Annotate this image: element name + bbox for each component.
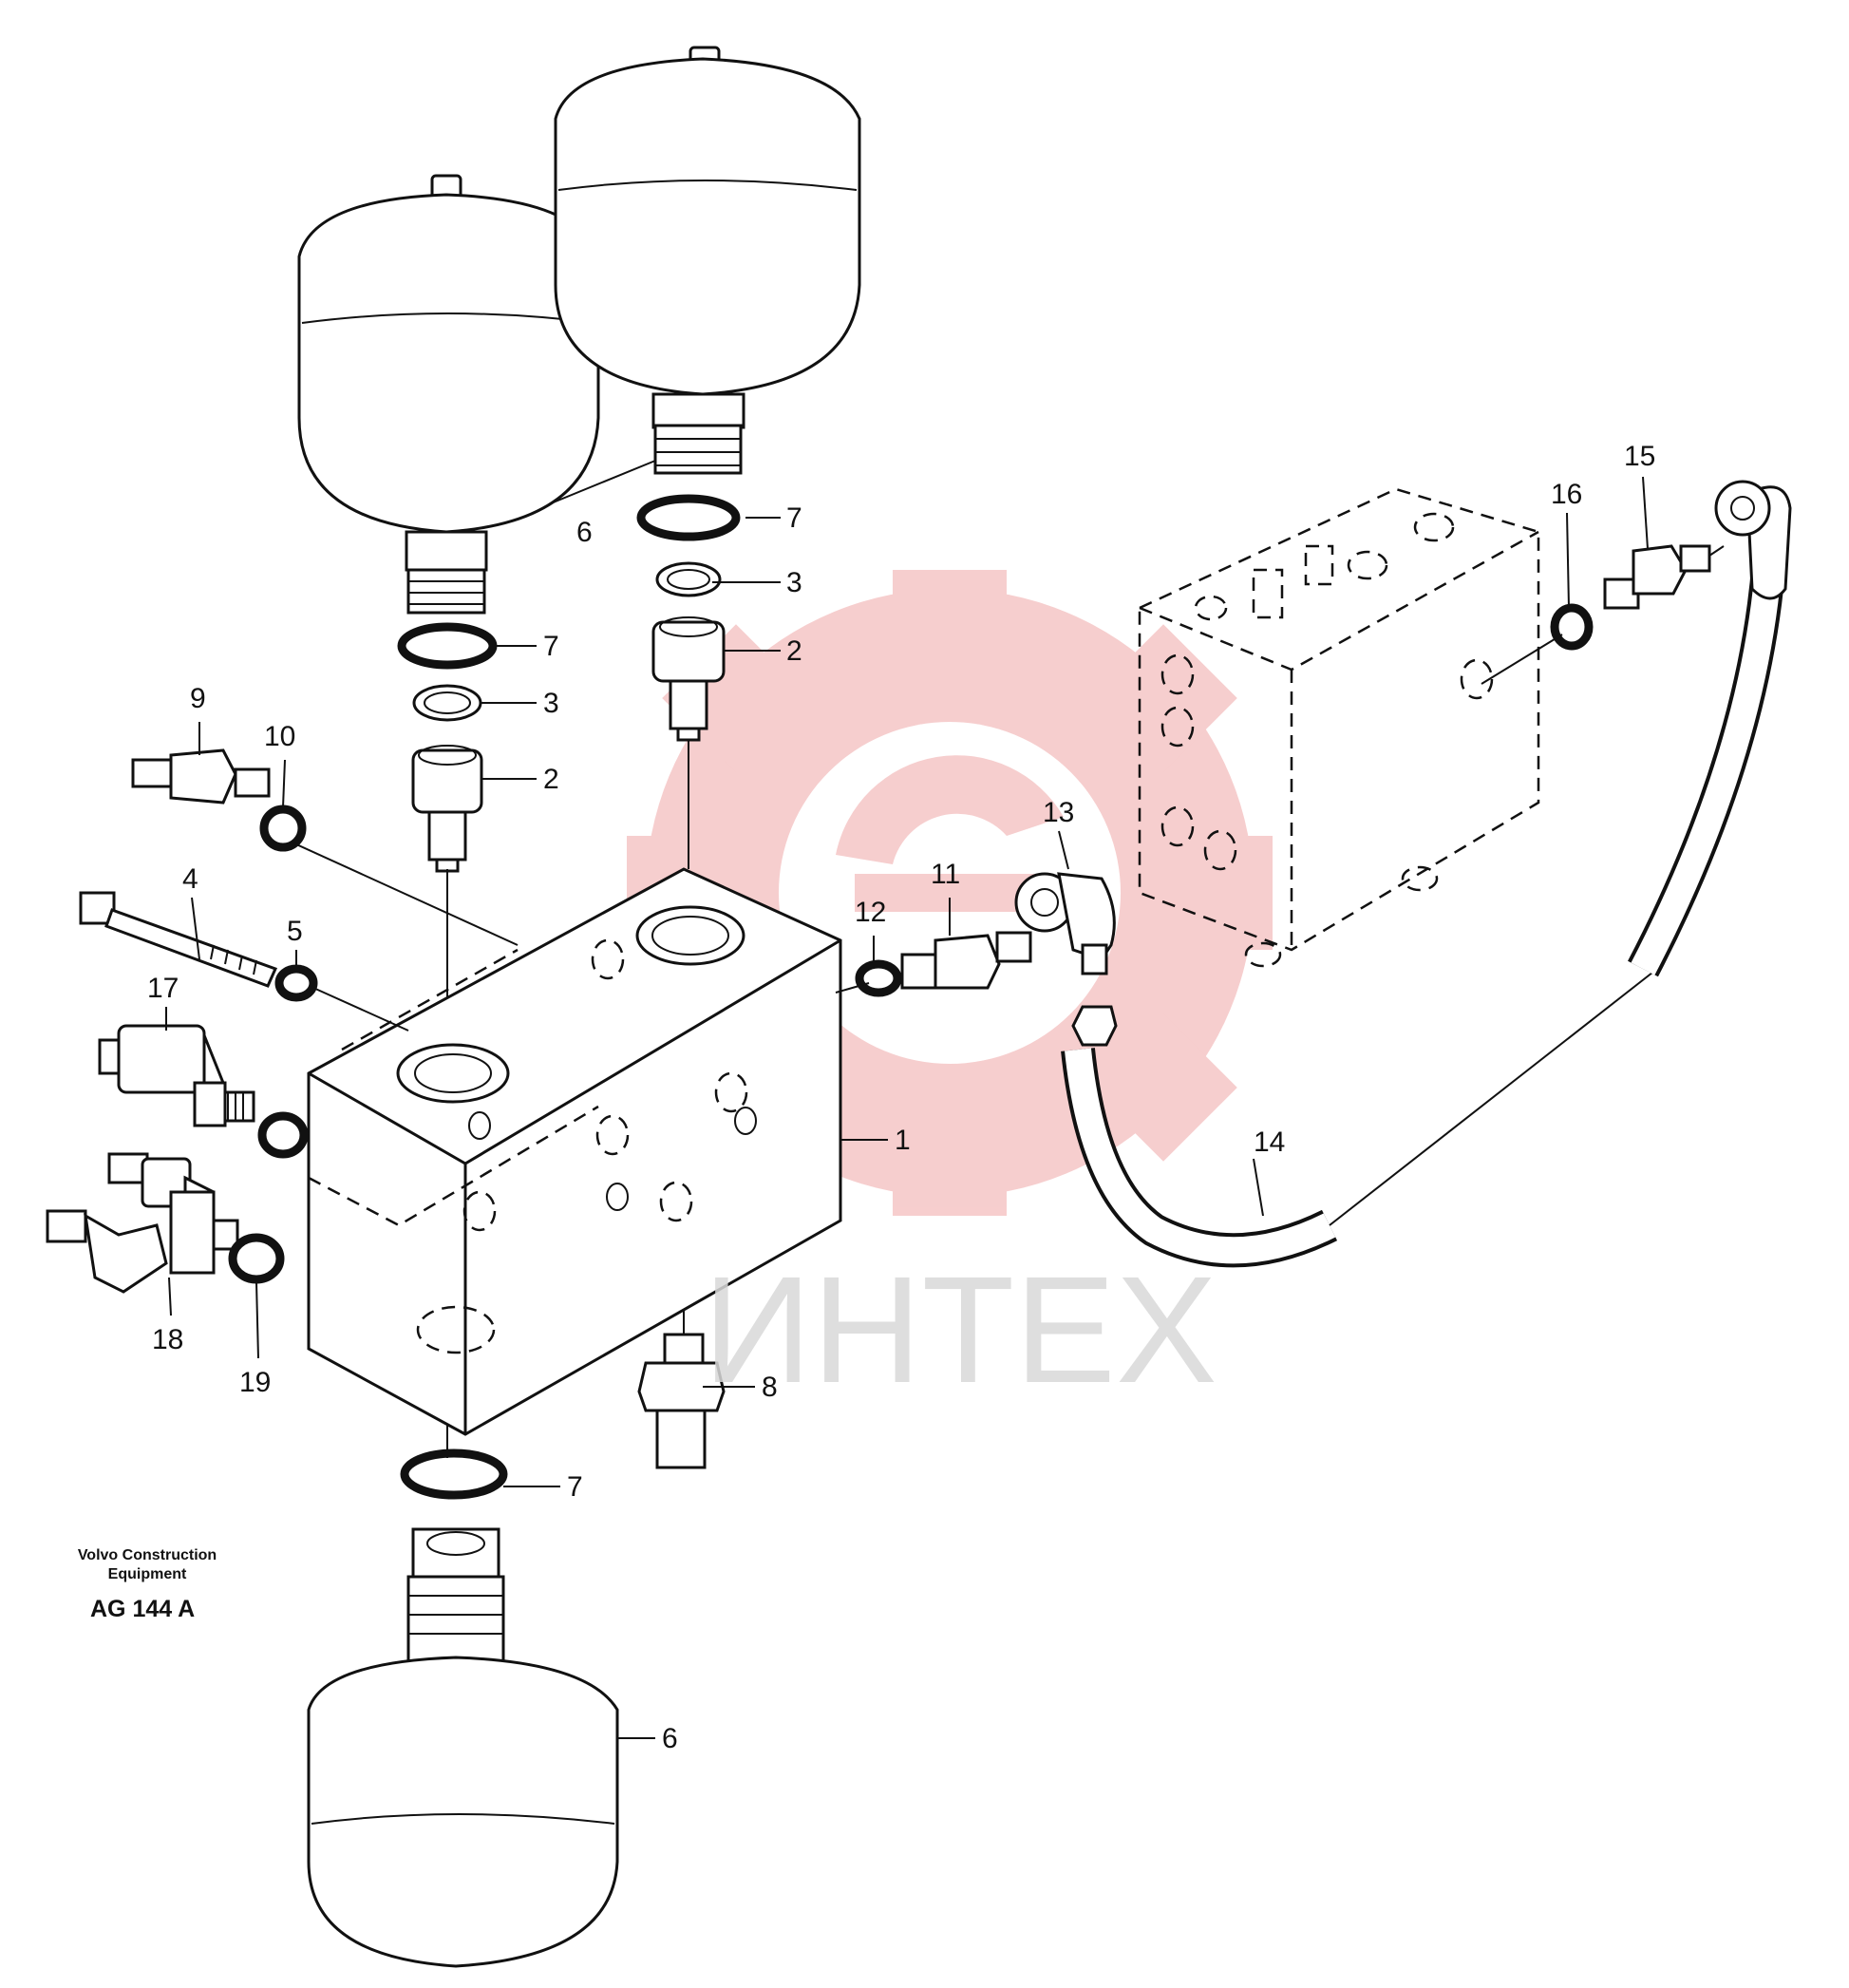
o-ring-right: [636, 494, 741, 541]
seal-washer-12: [855, 959, 902, 997]
callout-16: 16: [1551, 479, 1582, 510]
pressure-sensor-15: [1603, 544, 1711, 610]
callout-3-left: 3: [543, 688, 559, 719]
accumulator-right: [554, 46, 861, 475]
bolt-4: [79, 891, 278, 988]
callout-12: 12: [855, 897, 886, 928]
credit-line-1: Volvo Construction: [77, 1547, 217, 1563]
nipple-left: [411, 745, 483, 873]
callout-6-top: 6: [576, 517, 593, 548]
hose-14: [1061, 480, 1792, 1268]
plug-8: [637, 1333, 726, 1469]
manufacturer-credit: Volvo Construction Equipment: [38, 1546, 256, 1584]
callout-10: 10: [264, 721, 295, 752]
backup-ring-left: [412, 684, 482, 722]
pressure-switch-17: [98, 1024, 255, 1127]
callout-numbers: 6 7 3 2 7 3 2 9 10 4 5 17 18 19 1 8 7 6 …: [147, 441, 1655, 1754]
accumulator-bottom: [307, 1527, 619, 1968]
callout-5: 5: [287, 916, 303, 947]
callout-2-left: 2: [543, 764, 559, 795]
callout-9: 9: [190, 683, 206, 714]
pressure-sensor-11: [900, 931, 1032, 990]
callout-1: 1: [895, 1125, 911, 1156]
callout-13: 13: [1043, 797, 1074, 828]
callout-15: 15: [1624, 441, 1655, 472]
callout-7-right: 7: [786, 502, 802, 534]
leader-lines: [165, 460, 1649, 1739]
elbow-fitting-13: [1014, 872, 1116, 975]
callout-19: 19: [239, 1367, 271, 1398]
o-ring-left: [397, 622, 498, 670]
o-ring-bottom: [400, 1448, 508, 1500]
seal-washer-10: [259, 805, 307, 852]
callout-17: 17: [147, 973, 179, 1004]
seal-washer-16: [1550, 603, 1594, 651]
credit-line-2: Equipment: [107, 1566, 187, 1582]
callout-7-left: 7: [543, 631, 559, 662]
seal-washer-19b: [228, 1233, 285, 1284]
callout-18: 18: [152, 1324, 183, 1355]
seal-washer-19a: [257, 1111, 309, 1159]
callout-11: 11: [931, 859, 960, 890]
backup-ring-right: [655, 561, 722, 597]
watermark-text: ИНТЕХ: [703, 1244, 1217, 1414]
washer-5: [274, 964, 318, 1002]
callout-7-bottom: 7: [567, 1471, 583, 1503]
callout-3-right: 3: [786, 567, 802, 598]
callout-14: 14: [1254, 1127, 1285, 1158]
callout-8: 8: [762, 1372, 778, 1403]
callout-2-right: 2: [786, 635, 802, 667]
control-valve-block-phantom: [1138, 487, 1540, 968]
valve-block: [307, 867, 842, 1436]
accumulator-left: [297, 174, 600, 615]
figure-code: AG 144 A: [90, 1596, 196, 1622]
callout-4: 4: [182, 863, 198, 895]
solenoid-valve-18: [46, 1152, 239, 1294]
callout-6-bottom: 6: [662, 1723, 678, 1754]
pressure-sensor-9: [131, 748, 271, 805]
